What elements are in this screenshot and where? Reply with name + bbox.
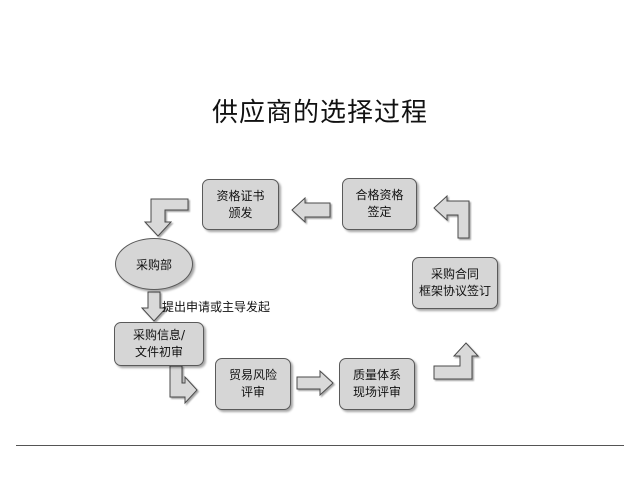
divider-line [16,445,624,446]
arrow-review-to-trade [169,365,198,405]
application-label: 提出申请或主导发起 [162,300,271,314]
arrow-cert-to-purchase [143,198,189,237]
node-contract-signing-line2: 框架协议签订 [418,284,491,298]
node-info-initial-review-line1: 采购信息/ [132,328,186,342]
node-qualification-signing-line2: 签定 [367,205,392,219]
arrow-trade-to-quality [296,369,334,397]
node-quality-system-audit-line1: 质量体系 [352,368,401,382]
arrow-qualified-to-cert [291,196,331,224]
node-info-initial-review-line2: 文件初审 [134,345,183,359]
node-certificate-issue: 资格证书 颁发 [202,179,279,230]
arrow-quality-to-contract [433,342,480,380]
node-quality-system-audit-line2: 现场评审 [352,385,401,399]
arrow-purchase-to-review [140,291,168,322]
node-certificate-issue-line2: 颁发 [228,205,253,220]
node-qualification-signing-line1: 合格资格 [355,188,404,202]
node-purchasing-department-label: 采购部 [135,257,172,272]
arrow-contract-to-qualified [433,194,470,239]
node-contract-signing: 采购合同 框架协议签订 [412,257,498,309]
node-contract-signing-line1: 采购合同 [430,267,479,281]
diagram-title: 供应商的选择过程 [211,98,428,128]
node-trade-risk-review: 贸易风险 评审 [215,358,291,410]
node-qualification-signing: 合格资格 签定 [342,178,417,230]
node-trade-risk-review-line2: 评审 [240,385,265,399]
node-purchasing-department: 采购部 [115,238,193,290]
node-certificate-issue-line1: 资格证书 [216,188,265,203]
node-info-initial-review: 采购信息/ 文件初审 [114,322,204,366]
node-quality-system-audit: 质量体系 现场评审 [339,358,415,410]
node-trade-risk-review-line1: 贸易风险 [228,368,277,382]
